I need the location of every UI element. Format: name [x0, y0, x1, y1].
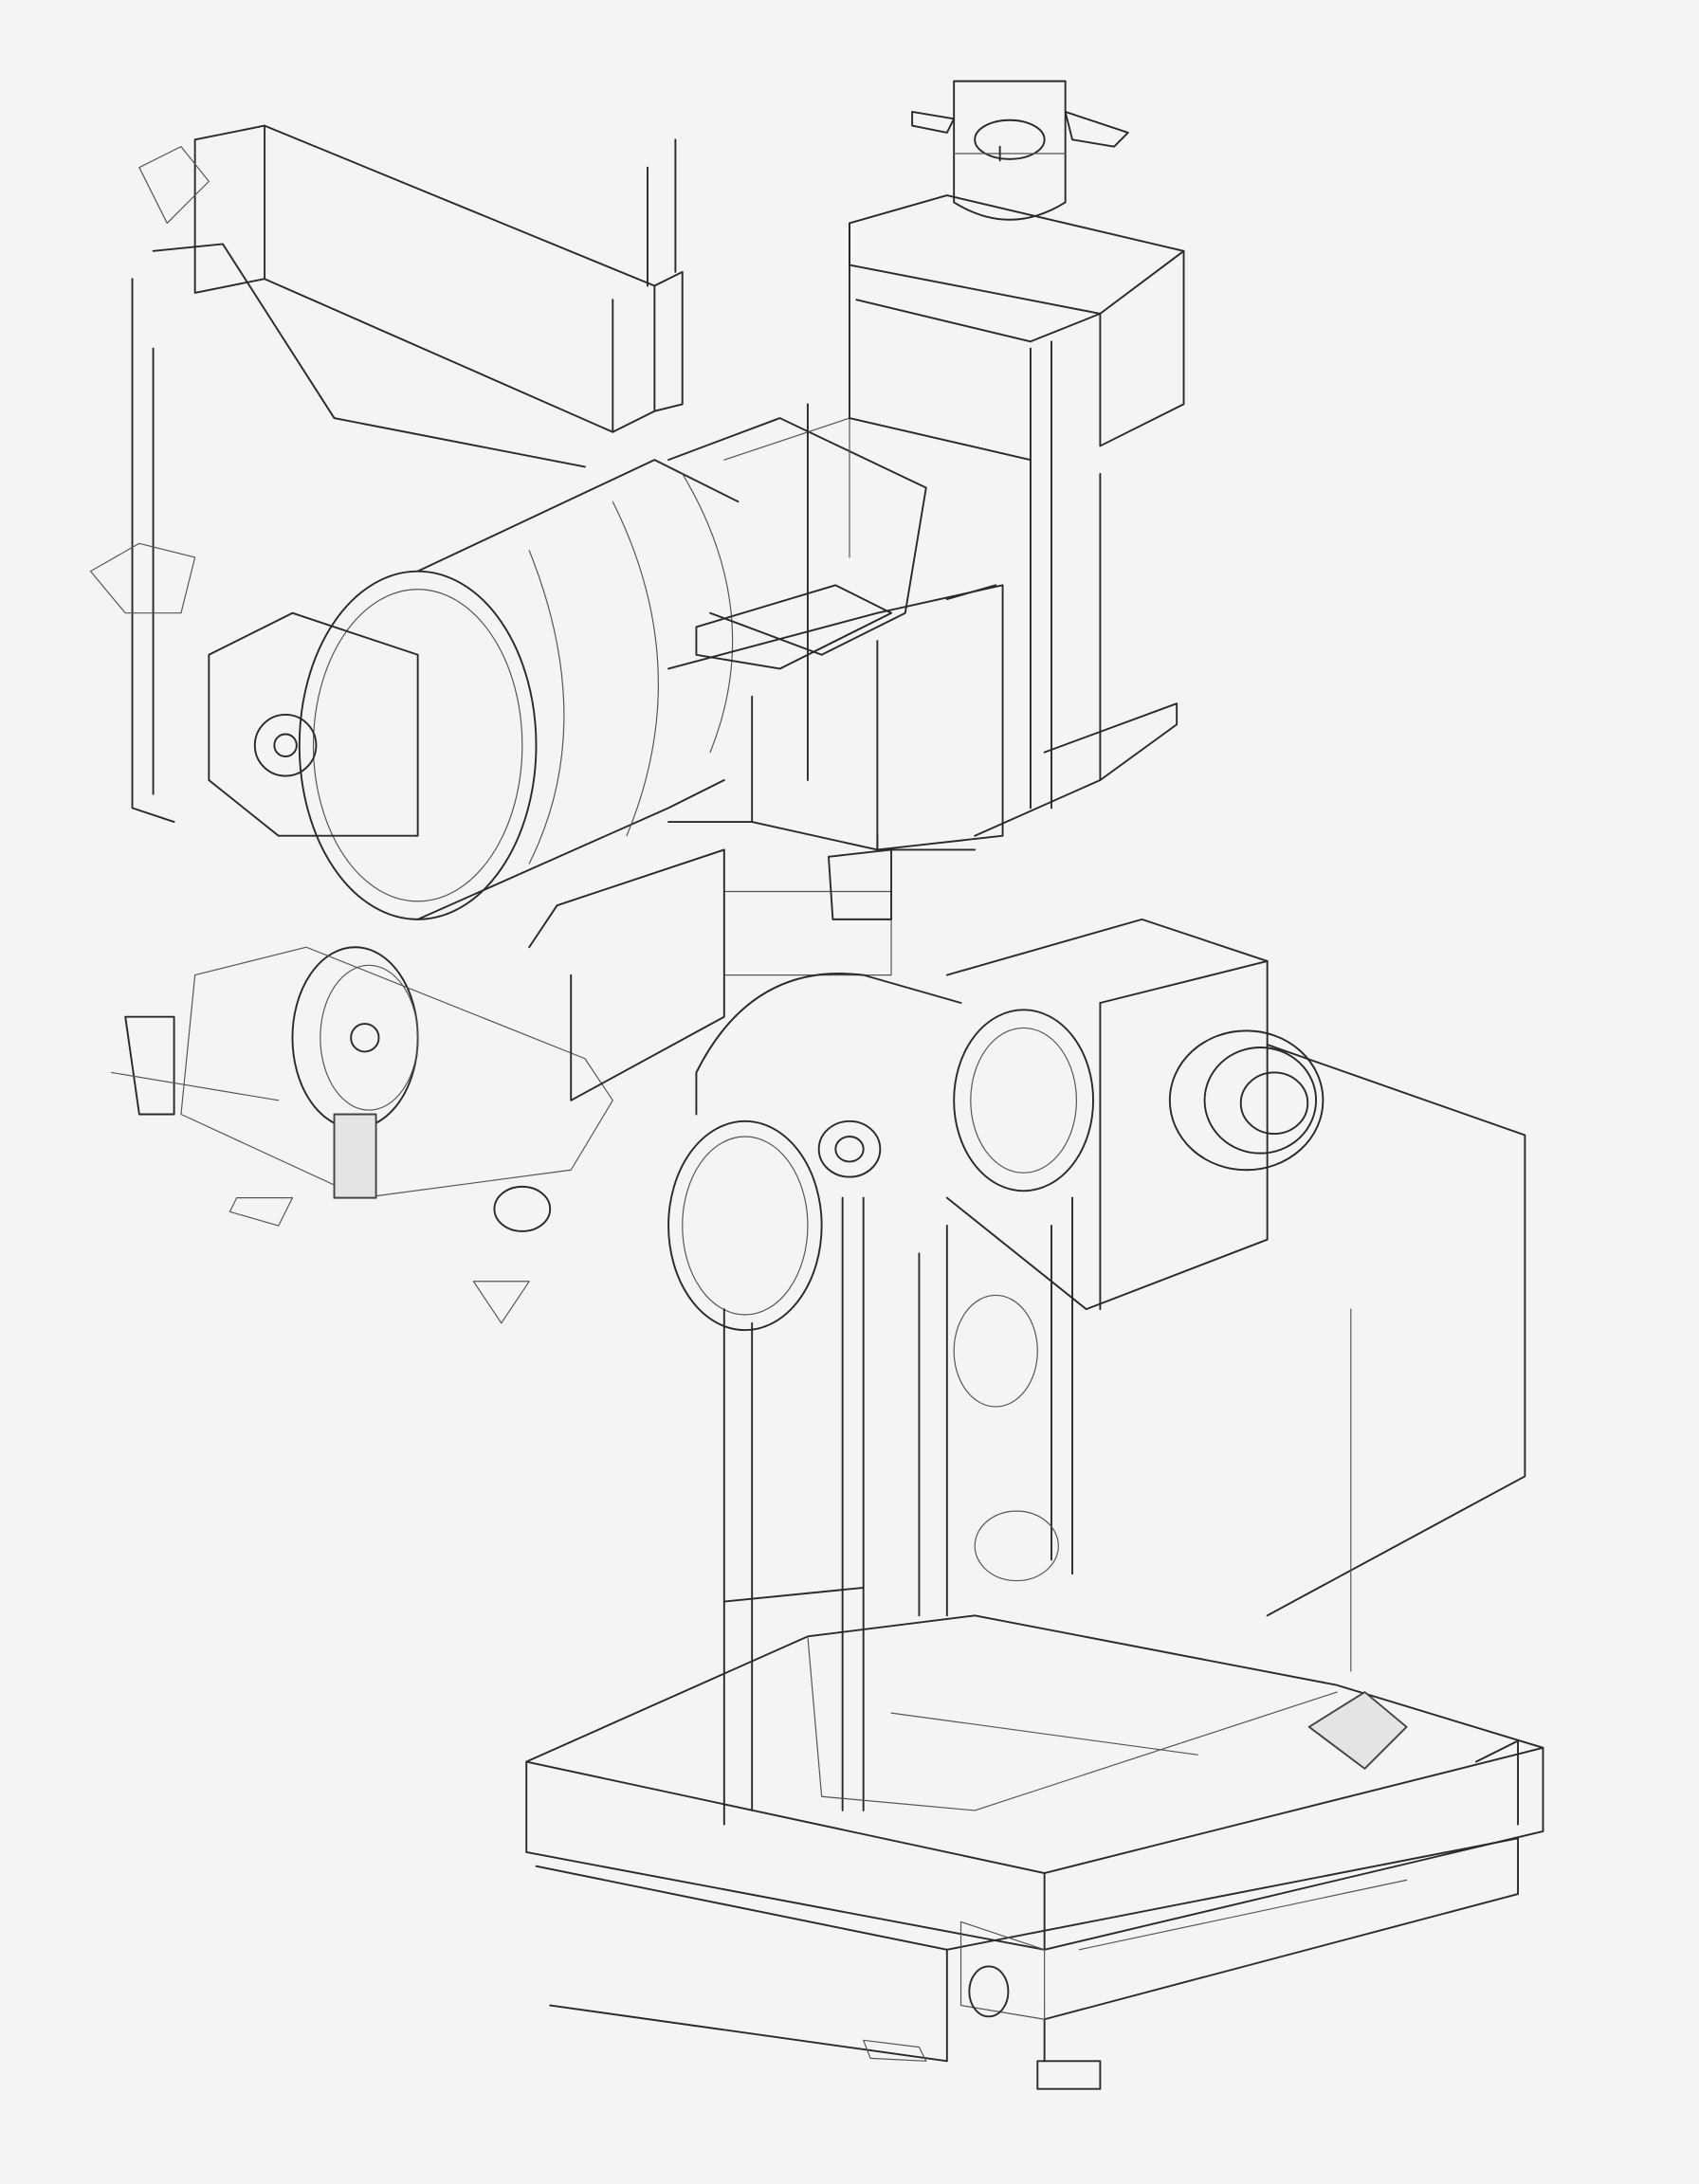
right-housing-block — [945, 918, 1526, 1672]
vertical-column — [722, 1196, 1073, 1826]
left-pulley-assembly — [110, 848, 725, 1324]
middle-block — [667, 584, 1004, 976]
cup-cap-part — [911, 80, 1129, 221]
top-left-housing — [131, 124, 684, 823]
base-plate — [525, 1614, 1544, 2090]
round-flange-disc — [667, 973, 962, 1332]
motor-cylinder — [89, 459, 740, 920]
top-right-tower — [849, 194, 1185, 851]
upper-bracket-assembly — [667, 403, 927, 781]
